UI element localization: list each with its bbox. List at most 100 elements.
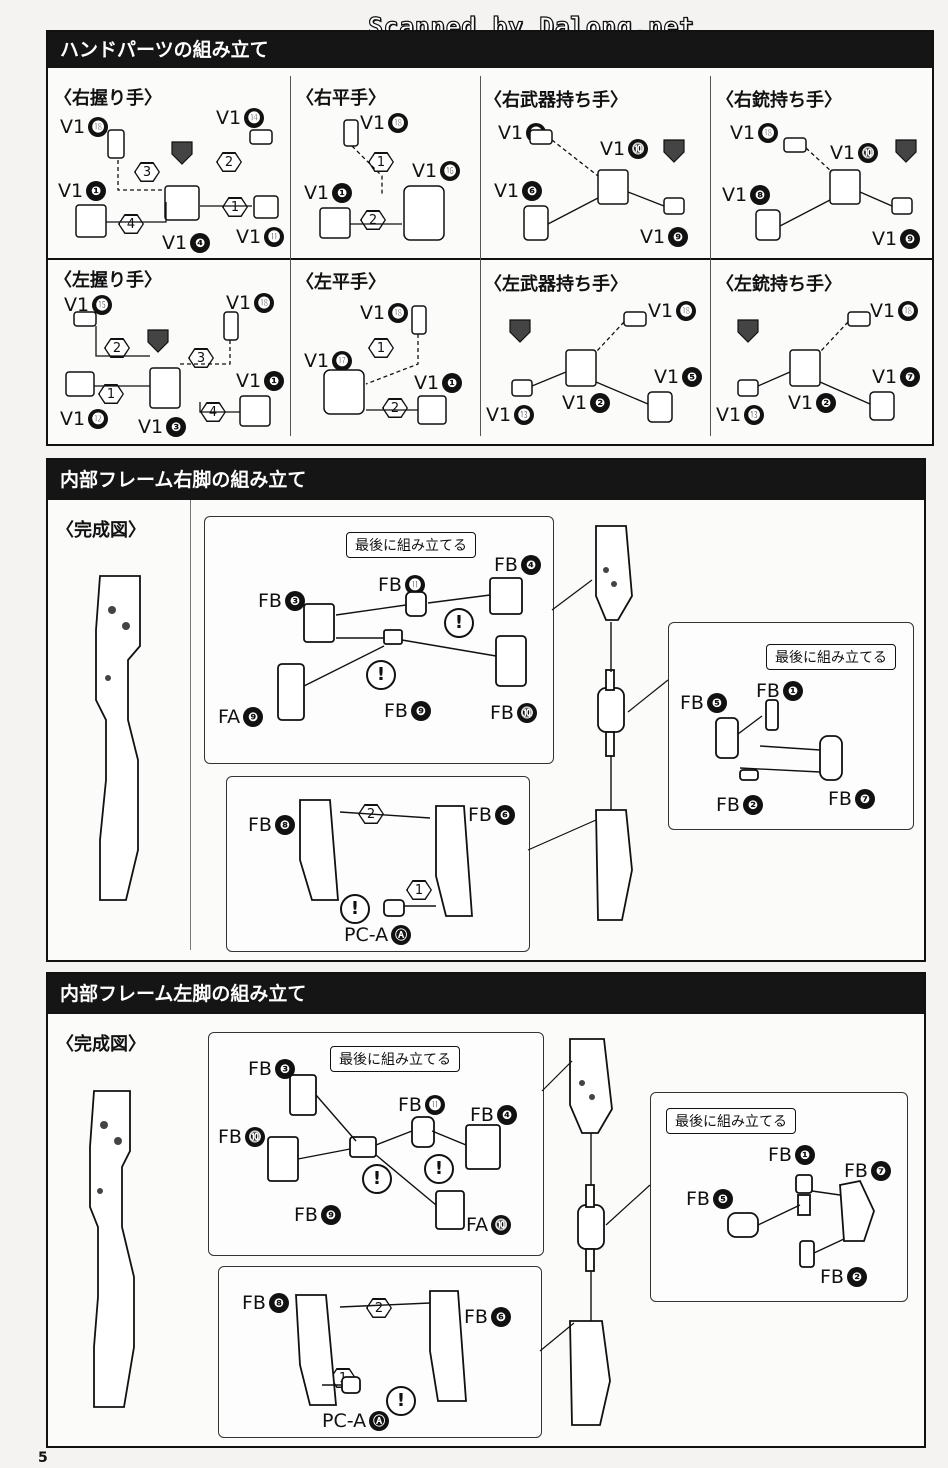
caution-icon: !	[340, 894, 370, 924]
left-leg-title: 内部フレーム左脚の組み立て	[48, 974, 924, 1014]
caution-icon: !	[362, 1164, 392, 1194]
cell-title-left-open: 〈左平手〉	[296, 272, 386, 293]
right-leg-illustration	[95, 525, 843, 921]
hand-parts-title: ハンドパーツの組み立て	[48, 32, 932, 68]
final-step-note: 最後に組み立てる	[330, 1046, 460, 1072]
cell-title-right-weapon: 〈右武器持ち手〉	[484, 90, 628, 111]
cell-title-right-open: 〈右平手〉	[296, 88, 386, 109]
right-leg-title: 内部フレーム右脚の組み立て	[48, 460, 924, 500]
row-divider	[48, 258, 932, 260]
page-number: 5	[38, 1450, 48, 1466]
step-marker: 1	[368, 152, 394, 172]
step-marker: 2	[216, 152, 242, 172]
caution-icon: !	[444, 608, 474, 638]
col-divider	[480, 76, 481, 436]
cell-title-right-gun: 〈右銃持ち手〉	[716, 90, 842, 111]
caution-icon: !	[366, 660, 396, 690]
complete-label: 〈完成図〉	[56, 520, 146, 541]
caution-icon: !	[424, 1154, 454, 1184]
caution-icon: !	[386, 1386, 416, 1416]
step-marker: 3	[188, 348, 214, 368]
hand-parts-section: ハンドパーツの組み立て	[46, 30, 934, 446]
step-marker: 2	[366, 1298, 392, 1318]
col-divider	[710, 76, 711, 436]
step-marker: 2	[382, 398, 408, 418]
step-marker: 2	[104, 338, 130, 358]
complete-label: 〈完成図〉	[56, 1034, 146, 1055]
final-step-note: 最後に組み立てる	[346, 532, 476, 558]
col-divider	[290, 76, 291, 436]
hand-illustrations	[65, 119, 917, 427]
final-step-note: 最後に組み立てる	[766, 644, 896, 670]
cell-title-left-gun: 〈左銃持ち手〉	[716, 274, 842, 295]
step-marker: 4	[118, 214, 144, 234]
col-divider	[190, 500, 191, 950]
step-marker: 1	[406, 880, 432, 900]
cell-title-left-weapon: 〈左武器持ち手〉	[484, 274, 628, 295]
step-marker: 1	[368, 338, 394, 358]
cell-title-left-grip: 〈左握り手〉	[54, 270, 162, 291]
step-marker: 3	[134, 162, 160, 182]
step-marker: 1	[98, 384, 124, 404]
cell-title-right-grip: 〈右握り手〉	[54, 88, 162, 109]
left-leg-illustration	[89, 1038, 875, 1426]
